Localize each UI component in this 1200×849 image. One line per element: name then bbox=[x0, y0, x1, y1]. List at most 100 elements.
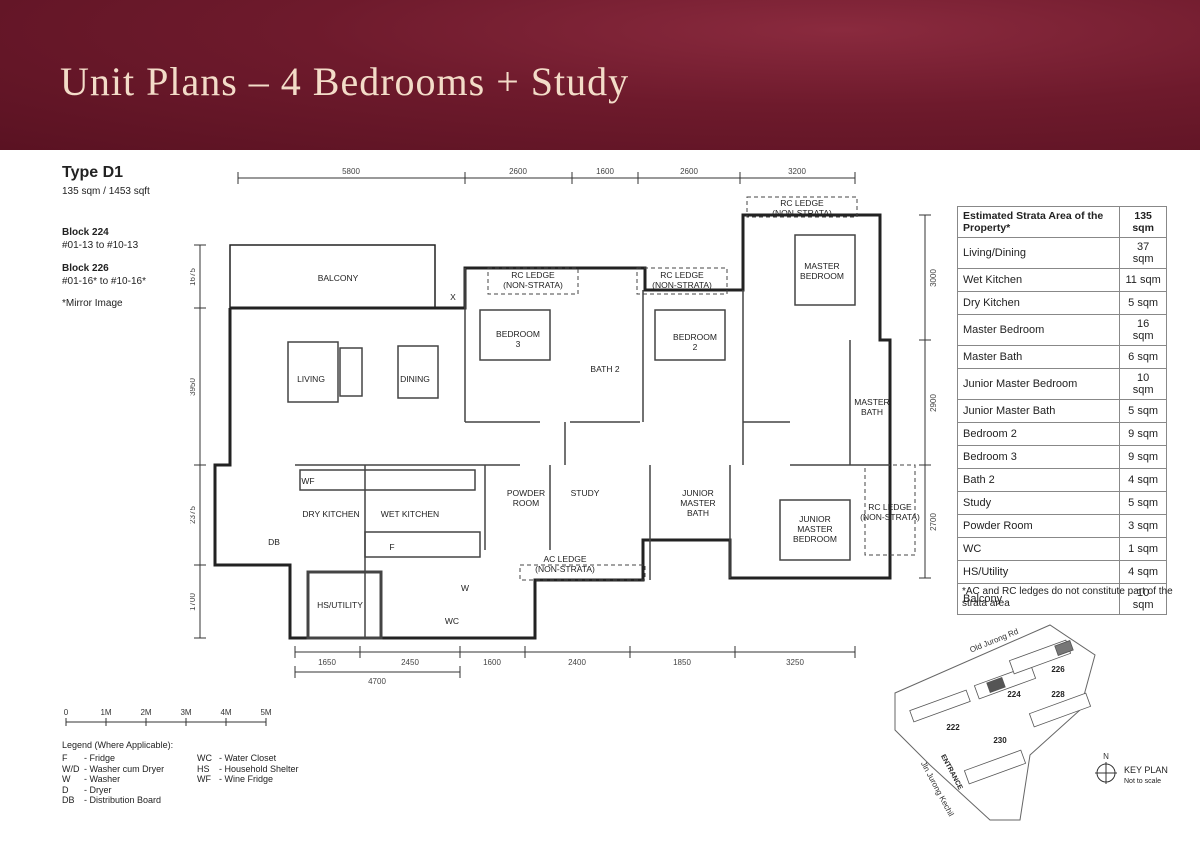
table-header-row: Estimated Strata Area of the Property* 1… bbox=[956, 206, 1167, 238]
dim-right-2: 2900 bbox=[929, 394, 938, 412]
scale-bar: 0 1M 2M 3M 4M 5M bbox=[64, 708, 272, 726]
master-bath-label-a: MASTER bbox=[854, 397, 889, 407]
scale-tick-2: 2M bbox=[140, 708, 151, 717]
row-value: 9 sqm bbox=[1119, 422, 1167, 446]
dim-left-3: 2375 bbox=[190, 506, 197, 524]
legend-key: D bbox=[62, 784, 69, 795]
row-label: Wet Kitchen bbox=[956, 268, 1121, 292]
keyplan-block-224: 224 bbox=[1007, 690, 1021, 699]
legend-key: W bbox=[62, 774, 71, 784]
legend-key: DB bbox=[62, 795, 75, 805]
dim-bottom-3: 1600 bbox=[483, 658, 501, 667]
bedroom3-label: BEDROOM bbox=[496, 329, 540, 339]
key-plan-sub: Not to scale bbox=[1124, 778, 1161, 785]
row-value: 1 sqm bbox=[1119, 537, 1167, 561]
legend-value: - Water Closet bbox=[219, 753, 277, 763]
row-value: 16 sqm bbox=[1119, 314, 1167, 346]
rc-ledge-b3-nonstrata: (NON-STRATA) bbox=[503, 280, 563, 290]
keyplan-block-230: 230 bbox=[993, 736, 1007, 745]
dim-top-1: 5800 bbox=[342, 167, 360, 176]
dining-label: DINING bbox=[400, 374, 430, 384]
dim-right-1: 3000 bbox=[929, 269, 938, 287]
dim-bottom-total: 4700 bbox=[368, 677, 386, 686]
legend-item: WF- Wine Fridge bbox=[197, 774, 299, 785]
keyplan-road-old-jurong: Old Jurong Rd bbox=[968, 627, 1019, 655]
row-label: Junior Master Bedroom bbox=[956, 368, 1121, 400]
legend-value: - Wine Fridge bbox=[219, 774, 274, 784]
block-224-name: Block 224 bbox=[62, 227, 109, 238]
shaft-x-label: X bbox=[450, 292, 456, 302]
balcony-label: BALCONY bbox=[318, 273, 359, 283]
block-226-info: Block 226 #01-16* to #10-16* bbox=[62, 262, 146, 288]
legend-item: W/D- Washer cum Dryer bbox=[62, 764, 164, 775]
row-value: 37 sqm bbox=[1119, 237, 1167, 269]
row-label: Study bbox=[956, 491, 1121, 515]
strata-note: *AC and RC ledges do not constitute part… bbox=[962, 586, 1173, 609]
living-label: LIVING bbox=[297, 374, 325, 384]
fridge-label: F bbox=[389, 542, 394, 552]
ac-ledge-label: AC LEDGE bbox=[544, 554, 587, 564]
keyplan-entrance: ENTRANCE bbox=[939, 753, 964, 791]
junior-bath-label-b: MASTER bbox=[680, 498, 715, 508]
key-plan-label: KEY PLAN bbox=[1124, 765, 1168, 775]
dim-bottom-6: 3250 bbox=[786, 658, 804, 667]
north-label: N bbox=[1103, 752, 1109, 761]
legend-item: HS- Household Shelter bbox=[197, 764, 299, 775]
row-value: 9 sqm bbox=[1119, 445, 1167, 469]
row-value: 10 sqm bbox=[1119, 583, 1167, 615]
row-value: 4 sqm bbox=[1119, 468, 1167, 492]
rc-ledge-junior-nonstrata: (NON-STRATA) bbox=[860, 512, 920, 522]
rc-ledge-junior-label: RC LEDGE bbox=[868, 502, 912, 512]
header-banner: Unit Plans – 4 Bedrooms + Study bbox=[0, 0, 1200, 150]
dim-left-1: 1675 bbox=[190, 268, 197, 286]
dim-top-2: 2600 bbox=[509, 167, 527, 176]
dim-right-3: 2700 bbox=[929, 513, 938, 531]
row-label: WC bbox=[956, 537, 1121, 561]
bath2-label: BATH 2 bbox=[590, 364, 619, 374]
wet-kitchen-label: WET KITCHEN bbox=[381, 509, 439, 519]
dim-left-4: 1700 bbox=[190, 593, 197, 611]
bedroom3-number: 3 bbox=[516, 339, 521, 349]
rc-ledge-b2-label: RC LEDGE bbox=[660, 270, 704, 280]
north-arrow-icon: N bbox=[1095, 752, 1117, 784]
row-label: Bedroom 3 bbox=[956, 445, 1121, 469]
wf-label: WF bbox=[301, 476, 314, 486]
legend-left: F- Fridge W/D- Washer cum Dryer W- Washe… bbox=[62, 753, 164, 806]
row-label: Balcony bbox=[956, 583, 1121, 615]
legend-item: WC - Water Closet bbox=[197, 753, 299, 764]
ac-ledge-nonstrata: (NON-STRATA) bbox=[535, 564, 595, 574]
legend-title: Legend (Where Applicable): bbox=[62, 740, 174, 750]
study-label: STUDY bbox=[571, 488, 600, 498]
scale-tick-1: 1M bbox=[100, 708, 111, 717]
dim-left-2: 3950 bbox=[190, 378, 197, 396]
legend-key: WC bbox=[197, 753, 212, 763]
dim-top-3: 1600 bbox=[596, 167, 614, 176]
mirror-note: *Mirror Image bbox=[62, 298, 123, 309]
rc-ledge-master-label: RC LEDGE bbox=[780, 198, 824, 208]
legend-value: - Washer bbox=[84, 774, 121, 784]
row-label: Bedroom 2 bbox=[956, 422, 1121, 446]
block-226-name: Block 226 bbox=[62, 263, 109, 274]
row-label: Junior Master Bath bbox=[956, 399, 1121, 423]
row-value: 5 sqm bbox=[1119, 291, 1167, 315]
table-header-label: Estimated Strata Area of the Property* bbox=[956, 206, 1121, 238]
rc-ledge-b2-nonstrata: (NON-STRATA) bbox=[652, 280, 712, 290]
legend-key: W/D bbox=[62, 763, 80, 774]
page-title: Unit Plans – 4 Bedrooms + Study bbox=[60, 59, 630, 104]
junior-bath-label-a: JUNIOR bbox=[682, 488, 714, 498]
legend-item: D- Dryer bbox=[62, 785, 164, 796]
master-bedroom-label-b: BEDROOM bbox=[800, 271, 844, 281]
row-value: 5 sqm bbox=[1119, 399, 1167, 423]
junior-bath-label-c: BATH bbox=[687, 508, 709, 518]
key-plan: 224 226 228 222 230 Old Jurong Rd Jln Ju… bbox=[894, 624, 1117, 821]
